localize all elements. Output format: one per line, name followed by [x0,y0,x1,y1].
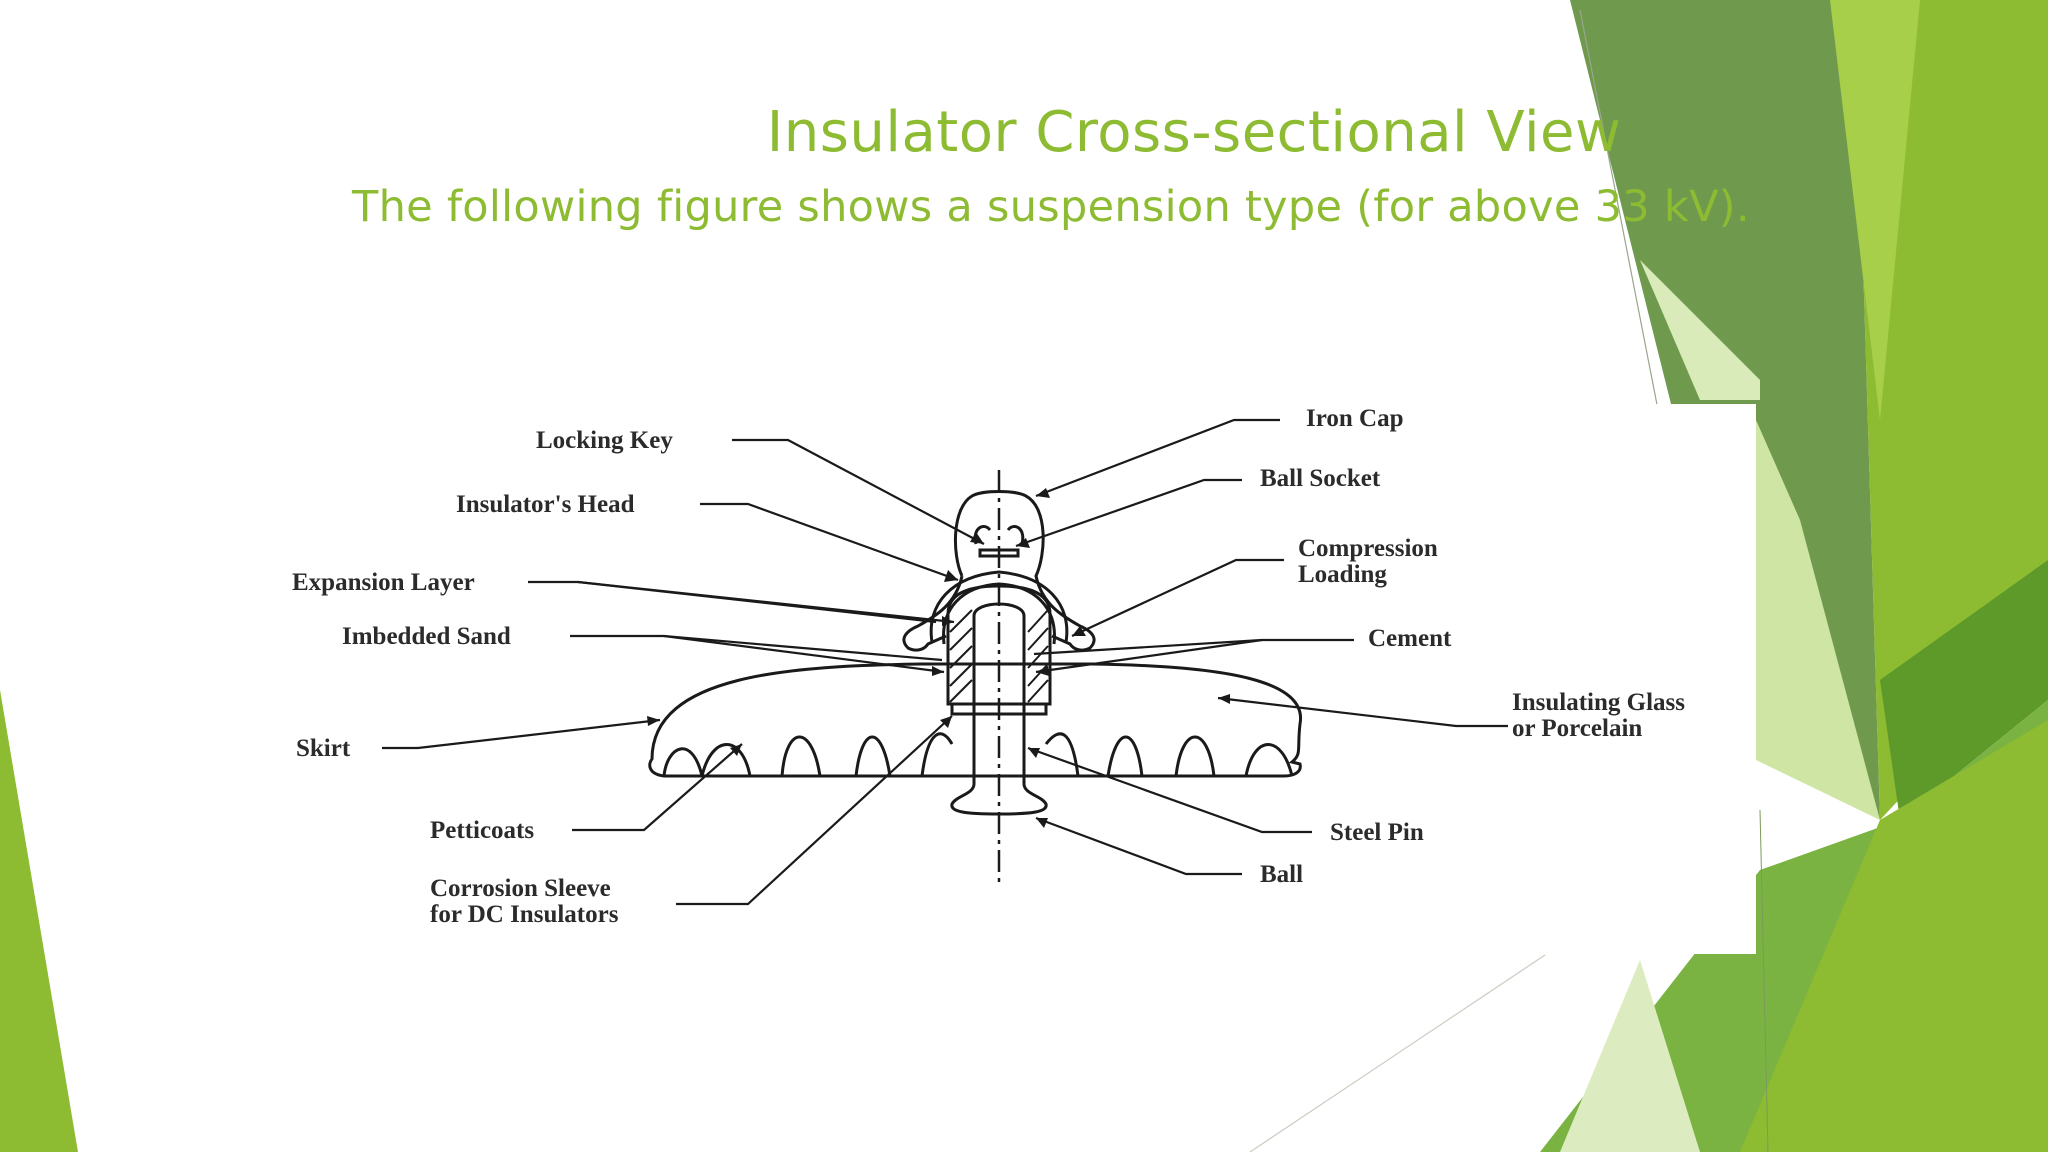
arrowhead-cement [1036,666,1049,676]
label-insulators-head: Insulator's Head [456,491,635,518]
leader-iron-cap [1035,418,1280,498]
label-petticoats: Petticoats [430,817,534,844]
label-ball-socket: Ball Socket [1260,465,1381,492]
arrowhead-ball-socket [1016,538,1030,548]
leader-imbedded-sand-2 [663,634,945,674]
steel-pin [950,602,1048,816]
leader-cement-2 [1035,638,1263,674]
cement-cavity [946,584,1052,706]
arrowhead-insulating-glass [1218,694,1230,704]
label-insulating-glass-line2: or Porcelain [1512,715,1642,742]
label-compression-loading-line2: Loading [1298,561,1387,588]
slide-title: Insulator Cross-sectional View [766,100,1622,165]
leader-expansion-layer [528,580,937,624]
leader-cement [1033,638,1354,656]
diagram-panel: Locking Key Insulator's Head Expansion L… [272,404,1756,954]
label-steel-pin: Steel Pin [1330,819,1424,846]
label-compression-loading-line1: Compression [1298,535,1438,562]
label-locking-key: Locking Key [536,427,673,454]
label-skirt: Skirt [296,735,351,762]
leader-corrosion-sleeve [676,715,953,906]
arrowhead-iron-cap [1036,488,1050,498]
left-green-wedge [0,690,78,1152]
pin-collar [950,702,1048,716]
leader-skirt [382,718,661,750]
leader-steel-pin [1027,746,1312,834]
disc-outline [648,662,1303,778]
arrowhead-corrosion-sleeve [940,716,952,728]
label-corrosion-sleeve-line1: Corrosion Sleeve [430,875,611,902]
arrowhead-imbedded-sand [932,666,944,676]
thin-line-1 [1579,9,1661,421]
leader-insulators-head [700,502,959,582]
right-facet-mid [1830,0,1920,420]
arrowhead-steel-pin [1028,748,1040,758]
arrowhead-skirt [647,716,660,726]
leader-insulating-glass [1217,696,1508,728]
arrowhead-insulators-head [944,570,958,582]
leader-locking-key [732,438,985,545]
cap-inner-shell [929,570,1069,643]
leader-ball [1035,816,1242,876]
thin-line-2 [1249,954,1546,1152]
arrowhead-ball [1036,818,1048,828]
label-ball: Ball [1260,861,1303,888]
label-cement: Cement [1368,625,1452,652]
arrowhead-expansion-layer [942,616,954,626]
right-facet-deep [1880,560,2048,820]
right-facet-pale-lower [1756,420,1880,820]
arrowhead-compression-loading [1072,626,1086,636]
label-iron-cap: Iron Cap [1306,405,1404,432]
arrowhead-locking-key [970,532,984,544]
leader-expansion-layer-2 [577,580,955,624]
petticoat-ribs [662,732,1294,777]
bottom-right-facet-pale [1560,960,1700,1152]
label-insulating-glass-line1: Insulating Glass [1512,689,1685,716]
arrowhead-petticoats [730,744,742,756]
bottom-right-facet-light [1740,720,2048,1152]
cement-hatching [949,609,1049,703]
label-imbedded-sand: Imbedded Sand [342,623,511,650]
leader-petticoats [572,743,743,832]
leader-ball-socket [1015,478,1242,548]
label-corrosion-sleeve-line2: for DC Insulators [430,901,619,928]
insulator-cross-section-diagram: Locking Key Insulator's Head Expansion L… [292,405,1685,928]
iron-cap-outline [902,490,1096,652]
thin-line-3 [1759,809,1769,1152]
slide-subtitle: The following figure shows a suspension … [352,182,1750,232]
leader-compression-loading [1071,558,1284,637]
label-expansion-layer: Expansion Layer [292,569,475,596]
right-facet-pale [1640,260,1760,400]
